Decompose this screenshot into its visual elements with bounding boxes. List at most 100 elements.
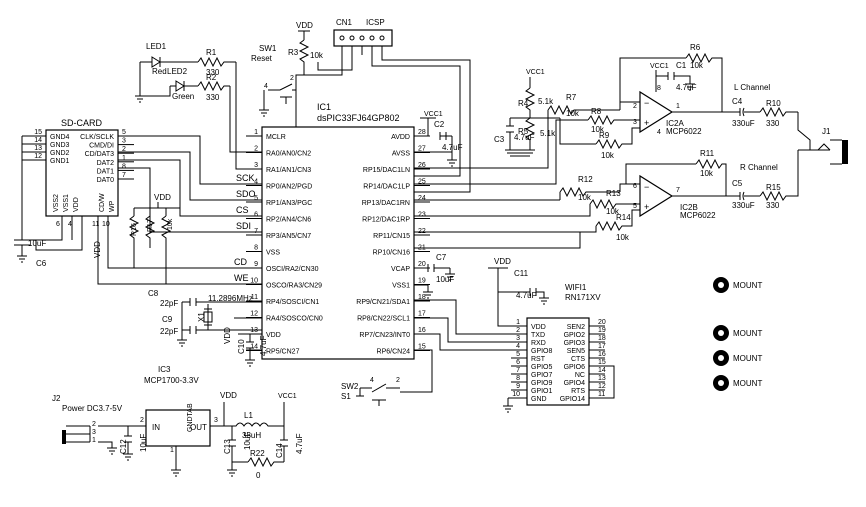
sd-pin-number: 12 [34,153,42,160]
r6-ref: R6 [690,43,701,52]
r14-ref: R14 [616,213,631,222]
wifi-pin-name: GPIO6 [564,364,586,371]
c9-ref: C9 [162,315,173,324]
ic1-pin-number: 14 [250,344,258,351]
c12-ref: C12 [119,439,128,454]
r15-value: 330 [766,201,780,210]
mount-hole-4: MOUNT [713,375,762,391]
wifi-pin-name: SEN5 [567,348,585,355]
ic1-pin-number: 11 [251,294,258,301]
ic3-in: IN [152,423,160,432]
wifi-pin-name: GPIO3 [564,340,586,347]
ic1-pin-name: RP15/DAC1LN [363,167,410,174]
sd-pin-number: 14 [34,137,42,144]
sd-pin-name: DAT1 [97,168,114,175]
r7-ref: R7 [566,93,577,102]
sd-bottom-pin-name: CD/W [99,193,106,212]
led1-color: Red [152,67,167,76]
x1-value: 11.2896MHz [208,294,253,303]
mount-holes: MOUNT MOUNT MOUNT MOUNT [713,277,762,391]
c13-value: 10uF [243,432,252,450]
c4-value: 330uF [732,119,755,128]
r11-ref: R11 [700,149,715,158]
svg-text:+: + [644,118,649,128]
vcc1-power: VCC1 [278,393,297,400]
ic3-gndtab: GNDTAB [187,403,194,432]
r10-ref: R10 [766,99,781,108]
wifi-pin-number: 4 [516,343,520,350]
wifi-pin-name: GPIO5 [531,364,553,371]
svg-text:1: 1 [170,447,174,454]
svg-text:+: + [644,202,649,212]
c14-value: 4.7uF [295,433,304,454]
wifi-pin-name: RST [531,356,546,363]
r2-ref: R2 [206,73,217,82]
svg-text:2: 2 [396,377,400,384]
r1-ref: R1 [206,48,217,57]
wifi-pin-name: GPIO4 [564,380,586,387]
r9-ref: R9 [599,131,610,140]
wifi-pin-number: 7 [516,367,520,374]
l1-ref: L1 [244,411,253,420]
vcc1-c2: VCC1 [424,111,443,118]
sd-pin-number: 2 [122,146,126,153]
sig-sck: SCK [236,173,255,183]
c8-ref: C8 [148,289,159,298]
r12-ref: R12 [578,175,593,184]
ic1-pin-number: 4 [254,179,258,186]
ic1-pin-name: VSS [266,250,280,257]
c7-value: 10uF [436,275,454,284]
wifi-pin-name: GPIO8 [531,348,553,355]
ic3-part: MCP1700-3.3V [144,376,199,385]
ic1-pin-name: RP13/DAC1RN [362,200,410,207]
ic1-pin-name: RP3/AN5/CN7 [266,233,311,240]
wifi-pin-number: 3 [516,335,520,342]
ic2b-part: MCP6022 [680,211,716,220]
sig-cd: CD [234,257,247,267]
sd-bottom-pin-number: 4 [68,221,72,228]
sd-bottom-pin-name: VSS1 [63,194,70,212]
wifi-pin-number: 6 [516,359,520,366]
ic1-pin-number: 2 [254,146,258,153]
svg-text:3: 3 [633,119,637,126]
wifi-pin-name: NC [575,372,585,379]
svg-text:MOUNT: MOUNT [733,281,762,290]
c12-value: 10uF [139,434,148,452]
r14-value: 10k [616,233,630,242]
crystal-section: C8 22pF 11.2896MHz X1 C9 22pF VDD C10 4.… [148,289,268,367]
ic1-pin-number: 28 [418,129,426,136]
ic1-pin-name: RP1/AN3/PGC [266,200,312,207]
c5-ref: C5 [732,179,743,188]
ic1-pin-number: 9 [254,261,258,268]
ic1-pin-number: 24 [418,195,426,202]
c5-value: 330uF [732,201,755,210]
wifi-pin-name: TXD [531,332,545,339]
r15-ref: R15 [766,183,781,192]
sig-cs: CS [236,205,249,215]
sd-wiring: SCK SDO CS SDI CD WE VDD R16 R17 10k 10u… [14,135,262,285]
sd-pin-name: DAT2 [97,160,114,167]
r4-ref: R4 [518,99,529,108]
wifi-pin-name: GPIO1 [531,388,553,395]
c13-ref: C13 [223,439,232,454]
sd-pin-2: 2CD/DAT3 [85,146,134,158]
sig-sdi: SDI [236,221,251,231]
